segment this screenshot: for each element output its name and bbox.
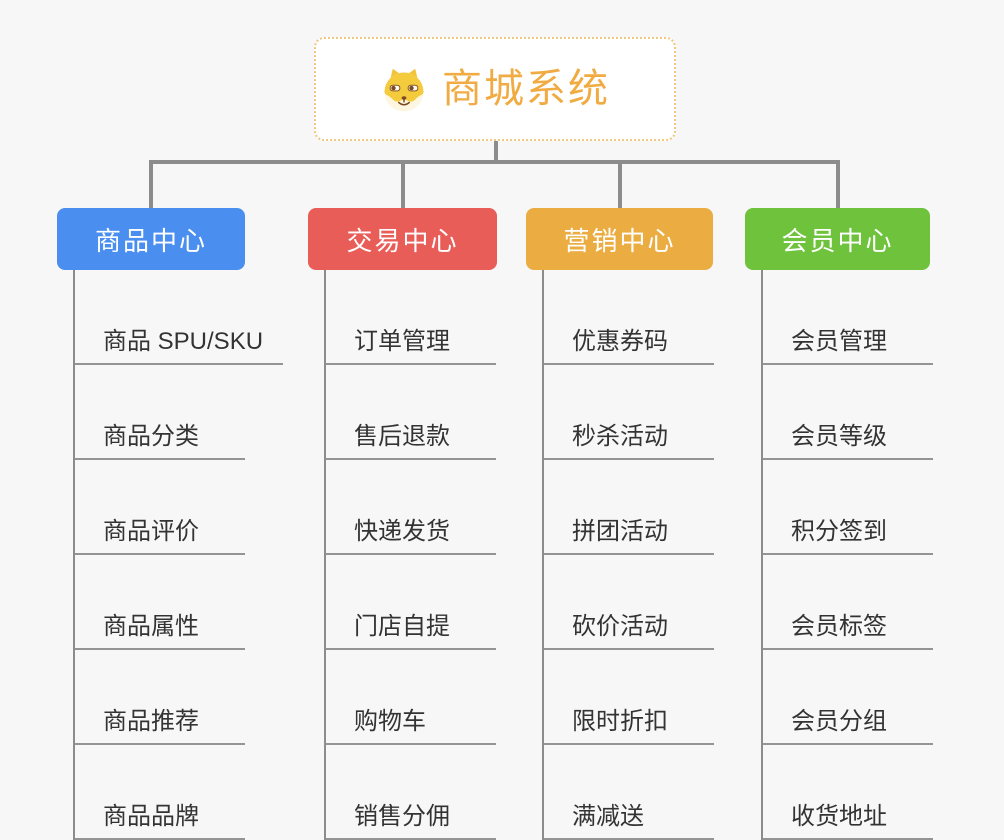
leaf-node[interactable]: 快递发货 xyxy=(326,460,496,555)
branch-drop-line xyxy=(617,160,622,208)
leaf-node[interactable]: 秒杀活动 xyxy=(544,365,714,460)
leaf-node[interactable]: 销售分佣 xyxy=(326,745,496,840)
root-node[interactable]: 商城系统 xyxy=(314,37,676,141)
leaf-node[interactable]: 售后退款 xyxy=(326,365,496,460)
leaf-node[interactable]: 订单管理 xyxy=(326,270,496,365)
leaf-node[interactable]: 优惠券码 xyxy=(544,270,714,365)
leaf-node[interactable]: 会员标签 xyxy=(763,555,933,650)
leaf-node[interactable]: 收货地址 xyxy=(763,745,933,840)
branch-drop-line xyxy=(835,160,840,208)
leaf-node[interactable]: 商品属性 xyxy=(75,555,245,650)
branch-drop-line xyxy=(149,160,153,208)
leaf-node[interactable]: 购物车 xyxy=(326,650,496,745)
leaf-node[interactable]: 商品 SPU/SKU xyxy=(75,270,284,365)
branch-node[interactable]: 营销中心 xyxy=(526,208,713,270)
root-connector-line xyxy=(494,139,498,163)
leaf-node[interactable]: 满减送 xyxy=(544,745,714,840)
branch-drop-line xyxy=(400,160,405,208)
branch: 会员中心 会员管理会员等级积分签到会员标签会员分组收货地址 xyxy=(745,208,933,840)
leaf-node[interactable]: 砍价活动 xyxy=(544,555,714,650)
leaf-node[interactable]: 会员管理 xyxy=(763,270,933,365)
leaf-node[interactable]: 限时折扣 xyxy=(544,650,714,745)
branch-item-list: 会员管理会员等级积分签到会员标签会员分组收货地址 xyxy=(761,270,933,840)
leaf-node[interactable]: 会员等级 xyxy=(763,365,933,460)
branch-item-list: 订单管理售后退款快递发货门店自提购物车销售分佣 xyxy=(324,270,496,840)
branch-node[interactable]: 会员中心 xyxy=(745,208,930,270)
leaf-node[interactable]: 积分签到 xyxy=(763,460,933,555)
branch: 交易中心 订单管理售后退款快递发货门店自提购物车销售分佣 xyxy=(308,208,497,840)
leaf-node[interactable]: 商品品牌 xyxy=(75,745,245,840)
branch-node[interactable]: 商品中心 xyxy=(57,208,245,270)
leaf-node[interactable]: 会员分组 xyxy=(763,650,933,745)
dog-face-icon xyxy=(384,68,424,112)
branch-item-list: 优惠券码秒杀活动拼团活动砍价活动限时折扣满减送 xyxy=(542,270,714,840)
leaf-node[interactable]: 商品评价 xyxy=(75,460,245,555)
root-title: 商城系统 xyxy=(442,67,610,111)
leaf-node[interactable]: 商品分类 xyxy=(75,365,245,460)
branch: 营销中心 优惠券码秒杀活动拼团活动砍价活动限时折扣满减送 xyxy=(526,208,714,840)
leaf-node[interactable]: 拼团活动 xyxy=(544,460,714,555)
branch-node[interactable]: 交易中心 xyxy=(308,208,497,270)
horizontal-bus-line xyxy=(149,160,839,164)
leaf-node[interactable]: 商品推荐 xyxy=(75,650,245,745)
leaf-node[interactable]: 门店自提 xyxy=(326,555,496,650)
